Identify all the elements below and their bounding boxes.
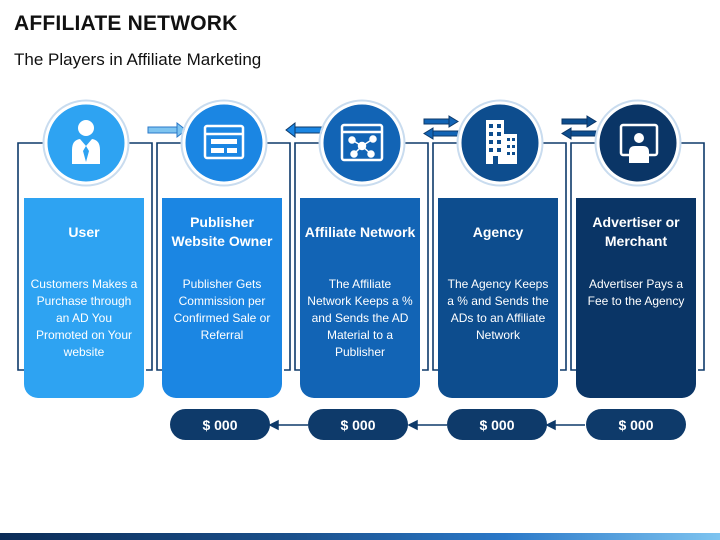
connector-line-10 — [660, 142, 705, 371]
card-agency: Agency The Agency Keeps a % and Sends th… — [438, 198, 558, 398]
connector-line-6 — [384, 142, 429, 371]
connector-line-2 — [108, 142, 153, 371]
payment-arrows — [268, 419, 585, 431]
card-title-affiliate-network: Affiliate Network — [304, 223, 416, 240]
network-icon — [340, 123, 384, 162]
card-title-user: User — [68, 223, 100, 240]
user-icon — [72, 120, 100, 164]
card-affiliate-network: Affiliate Network The Affiliate Network … — [300, 198, 420, 398]
connector-line-3 — [156, 142, 202, 371]
card-user: User Customers Makes a Purchase through … — [24, 198, 144, 398]
presenter-icon — [619, 123, 659, 163]
card-title-publisher: Publisher Website Owner — [171, 214, 273, 249]
connector-line-8 — [522, 142, 567, 371]
connector-line-9 — [570, 142, 616, 371]
card-title-agency: Agency — [472, 223, 524, 240]
connector-lines — [17, 142, 705, 371]
arrow-agency-advertiser — [561, 115, 597, 140]
card-desc-advertiser: Advertiser Pays a Fee to the Agency — [587, 277, 685, 308]
arrow-network-agency — [423, 115, 459, 140]
card-advertiser: Advertiser or Merchant Advertiser Pays a… — [576, 198, 696, 398]
payment-pill-agency: $ 000 — [447, 409, 547, 440]
circle-advertiser — [594, 99, 682, 187]
card-desc-affiliate-network: The Affiliate Network Keeps a % and Send… — [307, 277, 413, 359]
card-desc-agency: The Agency Keeps a % and Sends the ADs t… — [447, 277, 549, 342]
connector-line-7 — [432, 142, 478, 371]
payment-pill-network: $ 000 — [308, 409, 408, 440]
page-title: AFFILIATE NETWORK — [14, 12, 238, 35]
footer-bar — [0, 533, 720, 540]
card-title-advertiser: Advertiser or Merchant — [592, 214, 680, 249]
payment-pill-publisher: $ 000 — [170, 409, 270, 440]
connector-line-5 — [294, 142, 340, 371]
connector-line-1 — [17, 142, 64, 371]
page-subtitle: The Players in Affiliate Marketing — [14, 50, 262, 69]
flow-arrows — [147, 115, 597, 140]
connector-line-4 — [246, 142, 291, 371]
card-desc-user: Customers Makes a Purchase through an AD… — [30, 277, 138, 359]
arrow-user-to-publisher — [147, 121, 187, 139]
card-publisher: Publisher Website Owner Publisher Gets C… — [162, 198, 282, 398]
card-desc-publisher: Publisher Gets Commission per Confirmed … — [173, 277, 271, 342]
arrow-network-to-publisher — [285, 121, 325, 139]
circle-user — [42, 99, 130, 187]
payment-pill-advertiser: $ 000 — [586, 409, 686, 440]
building-icon — [486, 120, 517, 164]
website-icon — [203, 124, 245, 160]
